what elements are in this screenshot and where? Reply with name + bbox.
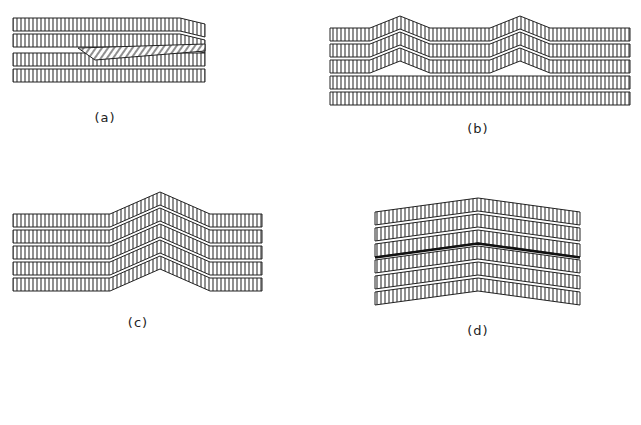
- panel-label: (b): [467, 121, 488, 136]
- panel-label: (a): [94, 110, 115, 125]
- panel-label: (d): [467, 323, 488, 338]
- panel-label: (c): [128, 315, 148, 330]
